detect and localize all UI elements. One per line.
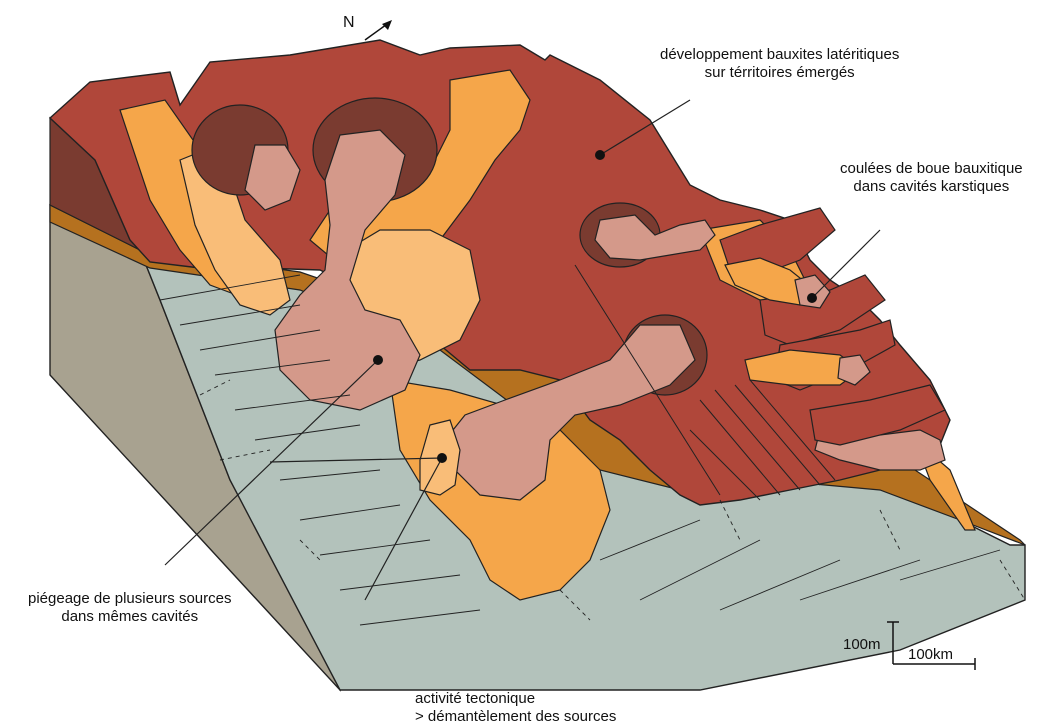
label-lateritic-line2: sur térritoires émergés <box>660 64 899 82</box>
label-trapping-line1: piégeage de plusieurs sources <box>28 590 231 608</box>
label-tectonic: activité tectonique > démantèlement des … <box>415 690 616 726</box>
north-arrow-icon <box>365 20 392 40</box>
label-lateritic: développement bauxites latéritiques sur … <box>660 46 899 82</box>
label-trapping: piégeage de plusieurs sources dans mêmes… <box>28 590 231 626</box>
label-tectonic-line2: > démantèlement des sources <box>415 708 616 726</box>
label-mudflow: coulées de boue bauxitique dans cavités … <box>840 160 1023 196</box>
leader-dot-lateritic <box>595 150 605 160</box>
label-tectonic-line1: activité tectonique <box>415 690 616 708</box>
label-mudflow-line1: coulées de boue bauxitique <box>840 160 1023 178</box>
scale-horizontal-label: 100km <box>908 646 953 663</box>
label-mudflow-line2: dans cavités karstiques <box>840 178 1023 196</box>
leader-dot-mudflow <box>807 293 817 303</box>
label-trapping-line2: dans mêmes cavités <box>28 608 231 626</box>
label-lateritic-line1: développement bauxites latéritiques <box>660 46 899 64</box>
leader-dot-tectonic <box>437 453 447 463</box>
scale-vertical-label: 100m <box>843 636 881 653</box>
leader-dot-trapping <box>373 355 383 365</box>
north-label: N <box>343 14 355 32</box>
